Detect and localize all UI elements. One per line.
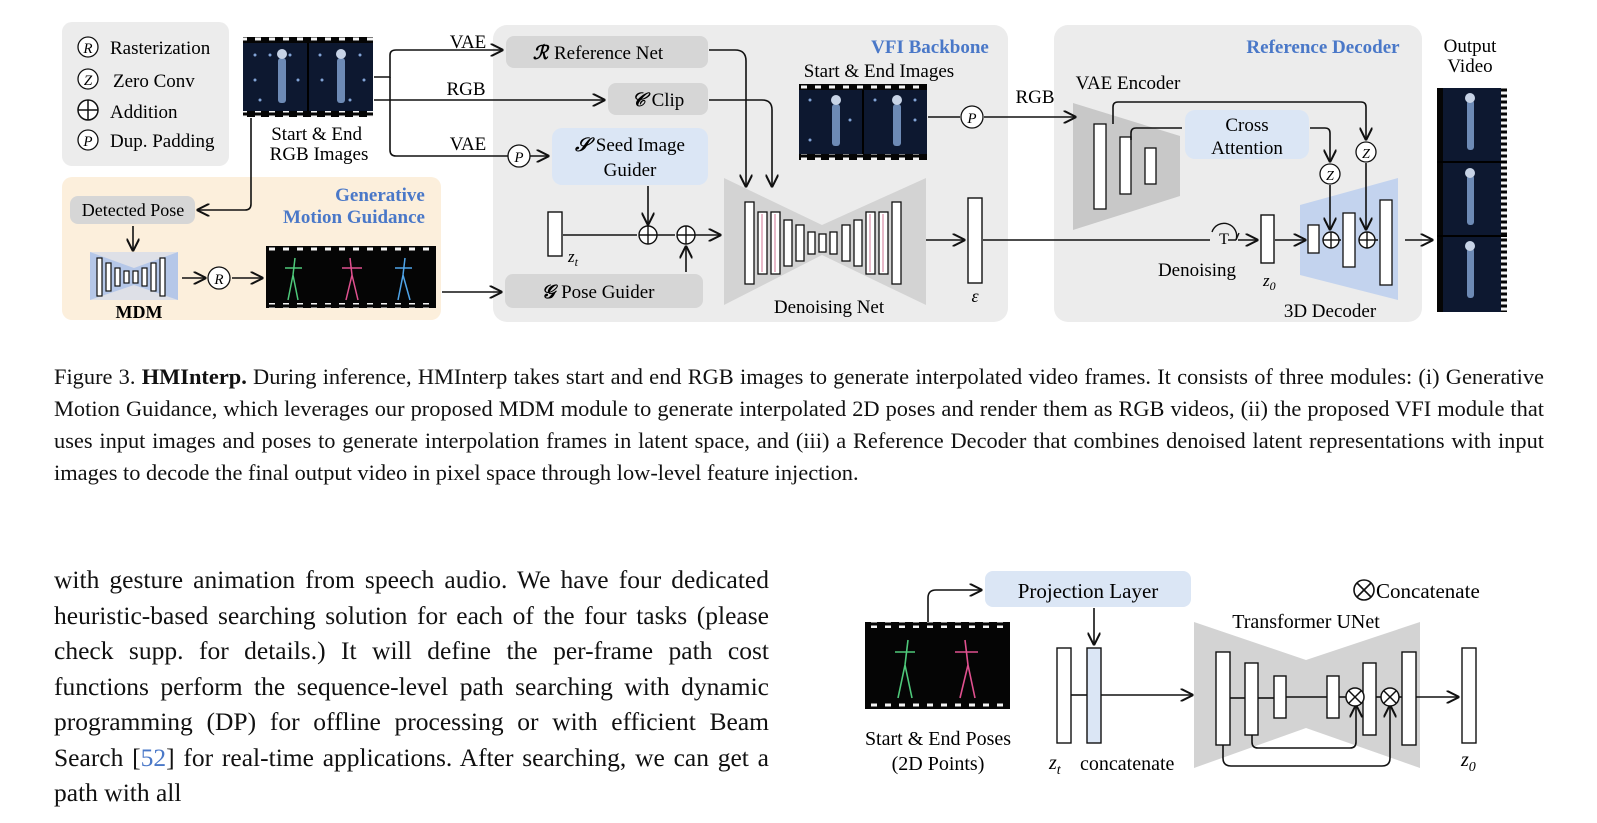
flow-arrows [133,50,1432,292]
legend-dup-padding: Dup. Padding [110,131,215,152]
start-end-poses-line2: (2D Points) [892,753,985,775]
arrow-label-vae-top: VAE [450,32,487,53]
body-text-part2: ] for real-time applications. After sear… [54,742,769,808]
svg-text:R: R [213,272,223,288]
mdm-label: MDM [116,302,163,322]
projection-unet-figure: Projection Layer Concatenate Start & End… [865,571,1480,778]
seed-guider-line2: Guider [604,160,657,181]
start-end-pose-frames [865,622,1010,709]
rasterization-node-icon: R [207,266,231,290]
projected-latent-fig4 [1086,647,1102,744]
3d-decoder [1300,178,1398,300]
zero-conv-node-1: Z [1319,163,1341,185]
input-images-label: Start & End RGB Images [270,124,369,165]
generative-title-line1: Generative [335,185,425,206]
denoising-loop-icon: T [1211,222,1240,248]
start-end-poses-line1: Start & End Poses [865,728,1011,750]
reference-decoder-title: Reference Decoder [1246,37,1400,58]
addition-node-2 [676,225,696,245]
dup-padding-icon: P [77,129,99,151]
legend-zero-conv: Zero Conv [113,71,195,92]
concat-node-2 [1380,687,1400,707]
detected-pose-label: Detected Pose [82,200,184,220]
transformer-unet-label: Transformer UNet [1232,611,1380,633]
vfi-start-end-label: Start & End Images [804,61,954,82]
z0-label: z0 [1262,271,1276,293]
zt-label: zt [567,247,579,269]
legend-panel: R Rasterization Z Zero Conv Addition P D… [62,22,229,166]
vfi-backbone-title: VFI Backbone [871,37,989,58]
output-label-line2: Video [1447,56,1492,77]
concatenate-label: concatenate [1080,753,1174,775]
fig4-arrows [927,590,1458,767]
caption-title: HMInterp. [141,364,247,389]
z0-label-fig4: z0 [1460,749,1476,775]
reference-decoder-panel: Reference Decoder VAE Encoder Cross Atte… [1054,25,1422,322]
zero-conv-node-2: Z [1355,141,1377,163]
figure-caption: Figure 3. HMInterp. During inference, HM… [54,361,1544,489]
legend-rasterization: Rasterization [110,38,211,59]
zt-latent [547,211,563,257]
svg-text:Z: Z [1362,147,1370,162]
svg-text:Z: Z [1326,169,1334,184]
epsilon-label: ε [971,286,979,306]
output-video-frames [1437,88,1507,312]
dup-padding-node-1: P [507,144,531,168]
mdm-block [90,252,178,300]
cross-attention-line1: Cross [1225,115,1268,136]
concatenate-legend-icon [1353,579,1375,601]
concat-node-1 [1345,687,1365,707]
caption-figure-number: Figure 3. [54,364,136,389]
denoising-net-label: Denoising Net [774,297,885,318]
rasterization-icon: R [77,36,99,58]
arrow-label-rgb-right: RGB [1015,87,1054,108]
caption-text: During inference, HMInterp takes start a… [54,364,1544,485]
citation-link[interactable]: 52 [140,742,167,772]
cross-attention-line2: Attention [1211,138,1283,159]
output-label-line1: Output [1444,36,1498,57]
vae-encoder-label: VAE Encoder [1076,73,1181,94]
svg-text:P: P [966,111,976,127]
svg-text:P: P [513,150,523,166]
denoising-label: Denoising [1158,260,1237,281]
body-paragraph: with gesture animation from speech audio… [54,562,769,811]
denoising-net [724,178,926,305]
vfi-start-end-frames [799,84,927,160]
projection-layer-box [985,571,1191,607]
zt-latent-fig4 [1056,647,1072,744]
dup-padding-node-2: P [960,105,984,129]
concatenate-legend-label: Concatenate [1376,579,1480,603]
projection-layer-label: Projection Layer [1018,579,1159,603]
svg-text:Z: Z [84,73,93,89]
addition-icon [77,99,99,121]
input-rgb-frames [243,37,373,117]
svg-text:R: R [82,41,92,57]
svg-text:P: P [82,134,92,150]
arrow-label-vae-bottom: VAE [450,134,487,155]
hminterp-figure: R Rasterization Z Zero Conv Addition P D… [62,22,1507,322]
addition-node-1 [638,225,658,245]
3d-decoder-label: 3D Decoder [1284,301,1377,322]
generative-title-line2: Motion Guidance [283,207,425,228]
legend-addition: Addition [110,102,178,123]
body-text-part1: with gesture animation from speech audio… [54,565,769,772]
z0-latent [1260,214,1275,264]
svg-text:T: T [1219,231,1229,248]
vae-encoder [1073,103,1180,230]
z0-latent-fig4 [1461,647,1477,744]
epsilon-latent [967,197,983,284]
arrow-label-rgb: RGB [446,79,485,100]
cross-attention-box [1185,110,1309,159]
rendered-pose-frames [266,246,436,308]
generative-motion-guidance-panel: Generative Motion Guidance Detected Pose… [62,177,441,322]
zt-label-fig4: zt [1048,752,1062,778]
zero-conv-icon: Z [77,68,99,90]
